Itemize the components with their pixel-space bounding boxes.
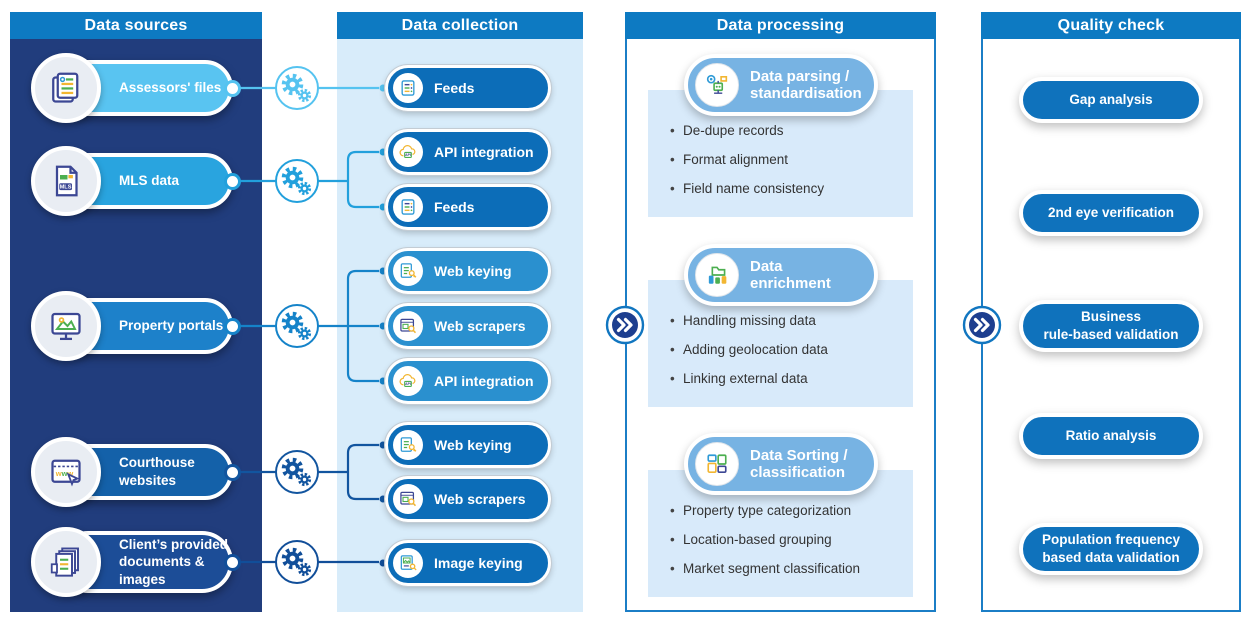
feeds-icon (393, 192, 423, 222)
source-icon-circle (31, 527, 101, 597)
web-scraper-icon (393, 311, 423, 341)
connector-node (224, 463, 241, 481)
web-keying-icon (393, 256, 423, 286)
data-enrichment-icon (695, 253, 739, 297)
collection-pill-image-keying: Image keying (384, 539, 552, 587)
image-keying-icon (393, 548, 423, 578)
bullet-item: Adding geolocation data (670, 342, 905, 357)
bullet-item: Linking external data (670, 371, 905, 386)
gears-icon (276, 67, 318, 109)
quality-pill-business-rule-validation: Business rule-based validation (1019, 300, 1203, 352)
api-cloud-icon (393, 366, 423, 396)
collection-label: Feeds (434, 199, 475, 215)
processing-label: Data Sorting / classification (750, 446, 848, 481)
data-parsing-icon (695, 63, 739, 107)
processing-label: Data enrichment (750, 257, 831, 292)
collection-label: API integration (434, 144, 534, 160)
quality-pill-population-frequency-validation: Population frequency based data validati… (1019, 523, 1203, 575)
collection-pill-web-scrapers: Web scrapers (384, 302, 552, 350)
processing-label: Data parsing / standardisation (750, 67, 862, 102)
collection-label: Image keying (434, 555, 523, 571)
quality-pill-gap-analysis: Gap analysis (1019, 77, 1203, 123)
web-scraper-icon (393, 484, 423, 514)
collection-pill-web-keying: Web keying (384, 421, 552, 469)
collection-pill-api-integration: API integration (384, 128, 552, 176)
collection-label: Web scrapers (434, 491, 526, 507)
collection-label: Feeds (434, 80, 475, 96)
processing-panel-parsing: De-dupe records Format alignment Field n… (648, 90, 913, 217)
feeds-icon (393, 73, 423, 103)
web-keying-icon (393, 430, 423, 460)
source-label: Client’s provided (119, 536, 229, 552)
connector-node (224, 79, 241, 97)
gears-icon (276, 160, 318, 202)
collection-pill-web-scrapers: Web scrapers (384, 475, 552, 523)
bullet-item: Property type categorization (670, 503, 905, 518)
bullet-item: Format alignment (670, 152, 905, 167)
column-header-data-processing: Data processing (625, 12, 936, 39)
source-label: websites (119, 473, 177, 488)
quality-pill-2nd-eye-verification: 2nd eye verification (1019, 190, 1203, 236)
source-label: MLS data (119, 173, 180, 189)
bullet-item: Market segment classification (670, 561, 905, 576)
collection-label: Web keying (434, 437, 512, 453)
column-header-quality-check: Quality check (981, 12, 1241, 39)
collection-pill-feeds: Feeds (384, 64, 552, 112)
collection-pill-api-integration: API integration (384, 357, 552, 405)
source-label: Property portals (119, 318, 224, 334)
column-header-data-collection: Data collection (337, 12, 583, 39)
source-label: Courthouse (119, 455, 195, 471)
bullet-item: Field name consistency (670, 181, 905, 196)
connector-node (224, 553, 241, 571)
source-icon-circle (31, 291, 101, 361)
bullet-item: Location-based grouping (670, 532, 905, 547)
processing-pill-data-parsing: Data parsing / standardisation (684, 54, 878, 116)
mls-file-icon (55, 165, 78, 197)
collection-pill-web-keying: Web keying (384, 247, 552, 295)
processing-pill-data-enrichment: Data enrichment (684, 244, 878, 306)
bullet-item: Handling missing data (670, 313, 905, 328)
source-icon-circle (31, 146, 101, 216)
source-label: documents & (119, 554, 205, 570)
gears-icon (276, 541, 318, 583)
connector-node (224, 172, 241, 190)
processing-pill-data-sorting: Data Sorting / classification (684, 433, 878, 495)
bullet-item: De-dupe records (670, 123, 905, 138)
gears-icon (276, 305, 318, 347)
source-label: Assessors' files (119, 80, 222, 96)
property-portal-monitor-icon (51, 312, 81, 341)
collection-label: API integration (434, 373, 534, 389)
data-sorting-icon (695, 442, 739, 486)
api-cloud-icon (393, 137, 423, 167)
source-label: images (119, 571, 166, 587)
collection-label: Web keying (434, 263, 512, 279)
quality-pill-ratio-analysis: Ratio analysis (1019, 413, 1203, 459)
documents-icon (52, 72, 79, 103)
collection-label: Web scrapers (434, 318, 526, 334)
source-icon-circle (31, 53, 101, 123)
column-header-data-sources: Data sources (10, 12, 262, 39)
hand-documents-icon (50, 547, 80, 577)
collection-pill-feeds: Feeds (384, 183, 552, 231)
www-browser-icon (51, 459, 81, 486)
gears-icon (276, 451, 318, 493)
source-icon-circle (31, 437, 101, 507)
connector-node (224, 317, 241, 335)
